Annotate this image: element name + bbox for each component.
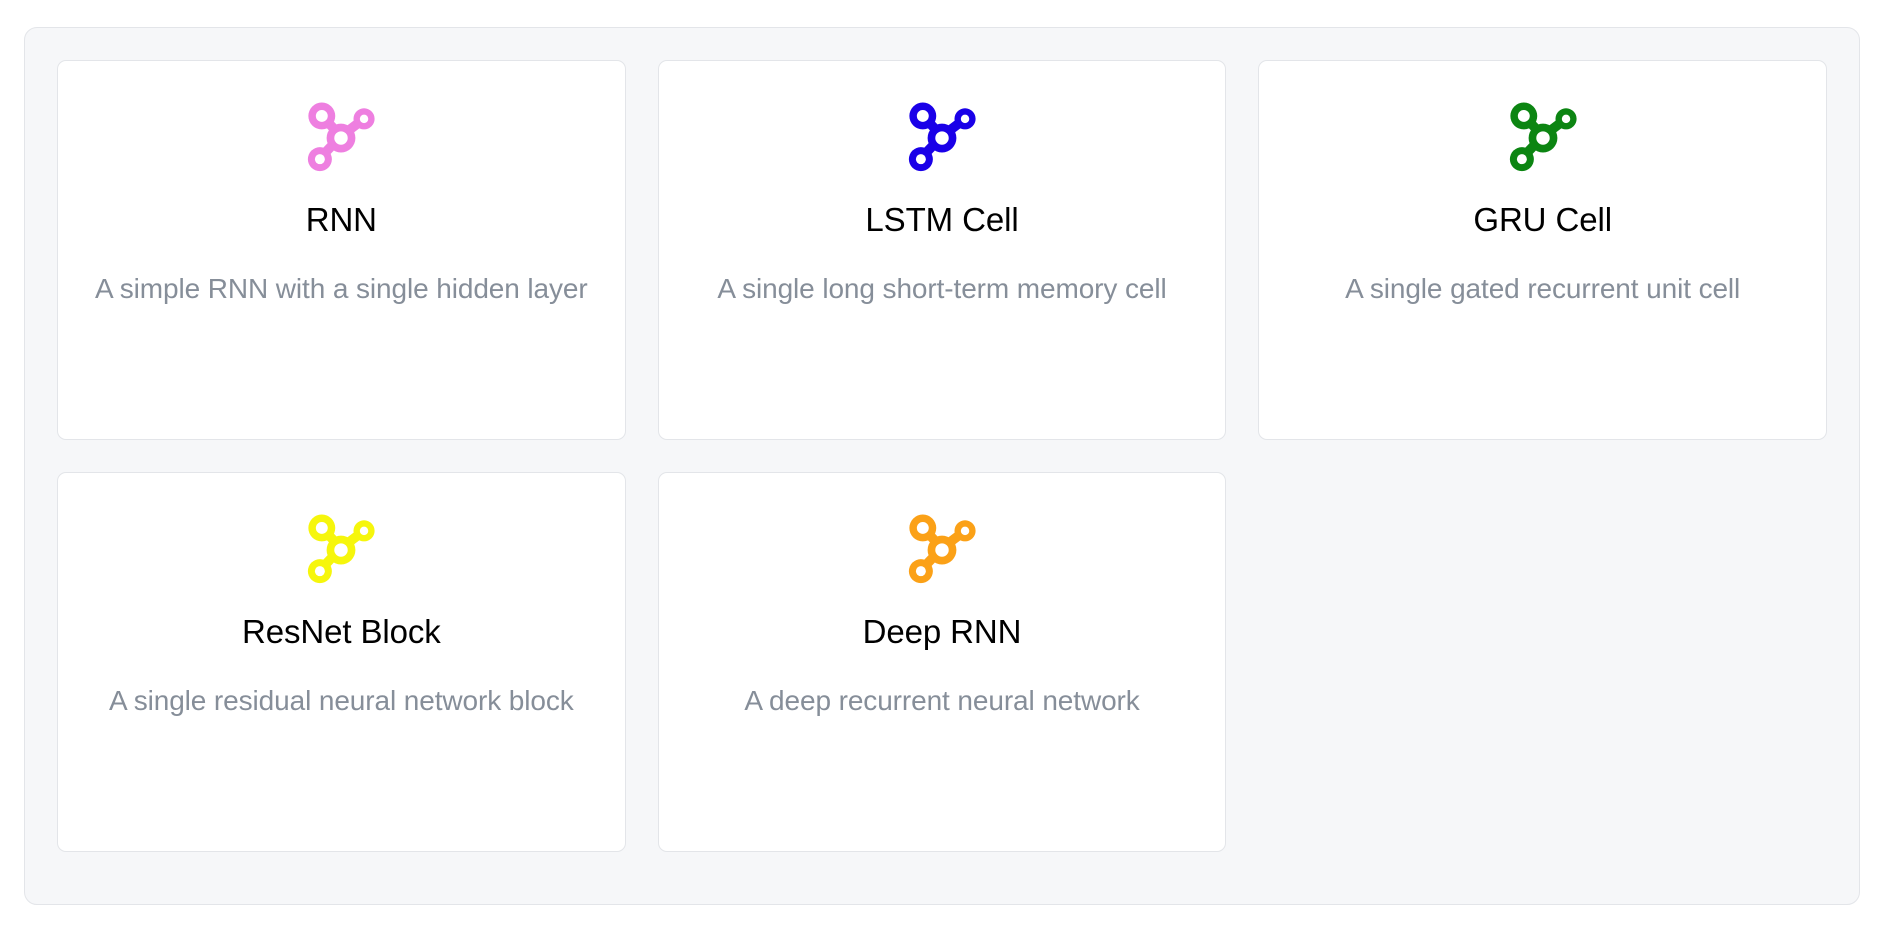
model-card-lstm-cell[interactable]: LSTM Cell A single long short-term memor… — [657, 60, 1227, 440]
neural-network-node-graph-icon-svg — [1509, 102, 1577, 172]
card-description: A single residual neural network block — [108, 684, 574, 716]
card-title: GRU Cell — [1473, 201, 1612, 238]
card-description: A deep recurrent neural network — [744, 684, 1140, 716]
card-title: Deep RNN — [862, 613, 1022, 650]
model-catalog-panel: RNN A simple RNN with a single hidden la… — [24, 27, 1860, 905]
card-title: ResNet Block — [241, 613, 441, 650]
neural-network-node-graph-icon — [894, 503, 990, 599]
neural-network-node-graph-icon-svg — [308, 102, 375, 172]
neural-network-node-graph-icon — [293, 91, 389, 187]
card-title: LSTM Cell — [865, 201, 1019, 238]
card-title: RNN — [305, 201, 377, 238]
model-card-gru-cell[interactable]: GRU Cell A single gated recurrent unit c… — [1258, 60, 1827, 440]
card-description: A single gated recurrent unit cell — [1345, 272, 1741, 304]
neural-network-node-graph-icon — [894, 91, 990, 187]
neural-network-node-graph-icon-svg — [308, 514, 375, 584]
model-card-grid: RNN A simple RNN with a single hidden la… — [57, 60, 1827, 852]
neural-network-node-graph-icon-svg — [908, 514, 976, 584]
neural-network-node-graph-icon — [293, 503, 389, 599]
model-card-resnet-block[interactable]: ResNet Block A single residual neural ne… — [57, 472, 626, 852]
model-card-deep-rnn[interactable]: Deep RNN A deep recurrent neural network — [657, 472, 1227, 852]
neural-network-node-graph-icon-svg — [908, 102, 976, 172]
neural-network-node-graph-icon — [1495, 91, 1591, 187]
card-description: A single long short-term memory cell — [717, 272, 1167, 304]
card-description: A simple RNN with a single hidden layer — [95, 272, 588, 304]
model-card-rnn[interactable]: RNN A simple RNN with a single hidden la… — [57, 60, 626, 440]
